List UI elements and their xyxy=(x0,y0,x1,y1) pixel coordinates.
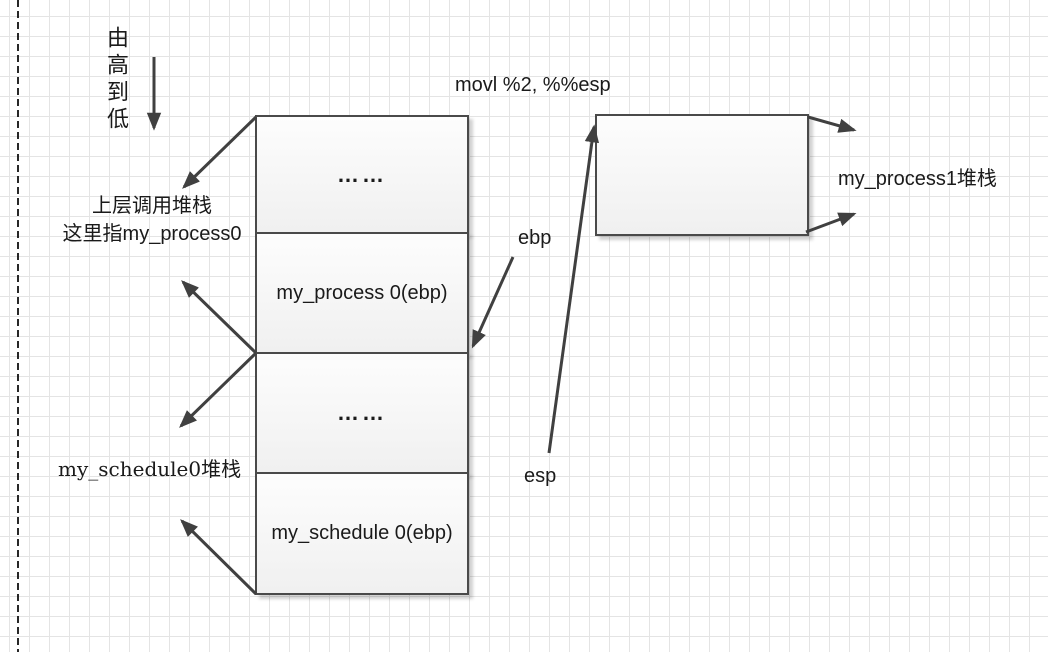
stack-cell-label: …… xyxy=(337,400,387,425)
upper-stack-pointer-arrow xyxy=(182,115,258,189)
stack-cell-my-schedule0-ebp: my_schedule 0(ebp) xyxy=(255,472,469,595)
ebp-arrow xyxy=(471,256,515,349)
schedule-stack-lower-arrow xyxy=(179,351,258,428)
stack-cell-label: my_process 0(ebp) xyxy=(276,281,448,304)
upper-stack-note-line1: 上层调用堆栈 xyxy=(92,193,212,217)
stack-cell-label: my_schedule 0(ebp) xyxy=(271,522,453,544)
stack-cell-my-process0-ebp: my_process 0(ebp) xyxy=(255,232,469,354)
esp-arrow xyxy=(547,124,600,454)
my-process1-stack-caption: my_process1堆栈 xyxy=(838,168,997,190)
my-schedule0-stack-caption: my_schedule0堆栈 xyxy=(58,457,242,481)
schedule-stack-upper-arrow xyxy=(181,280,258,355)
upper-stack-note: 上层调用堆栈 这里指my_process0 xyxy=(52,191,252,249)
upper-stack-note-line2: 这里指my_process0 xyxy=(62,223,242,245)
process1-top-arrow xyxy=(807,115,857,133)
ebp-label: ebp xyxy=(518,227,552,249)
stack-cell-label: …… xyxy=(337,161,387,187)
address-direction-note: 由高到低 xyxy=(103,26,128,134)
stack-cell-ellipsis-top: …… xyxy=(255,115,469,234)
schedule-bottom-arrow xyxy=(180,519,258,596)
instruction-label: movl %2, %%esp xyxy=(455,74,611,96)
esp-label: esp xyxy=(524,465,557,487)
stack-cell-ellipsis-middle: …… xyxy=(255,352,469,474)
my-process1-stack-box xyxy=(595,114,809,236)
process1-bottom-arrow xyxy=(805,212,857,234)
